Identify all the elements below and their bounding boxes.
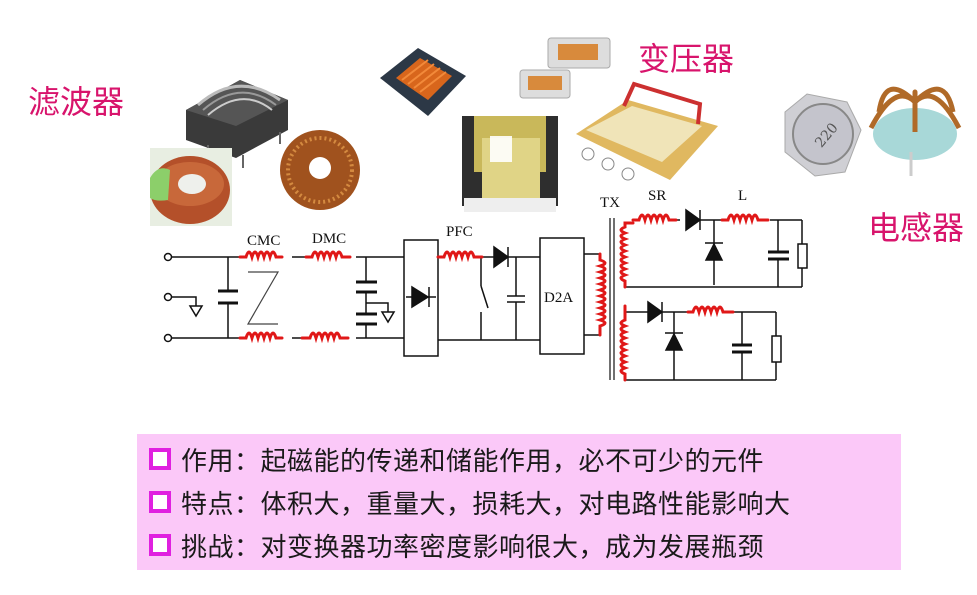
bullet-text: 作用：起磁能的传递和储能作用，必不可少的元件 — [181, 446, 765, 477]
output2-inductor — [686, 305, 735, 318]
inductor-label: 电感器 — [868, 209, 965, 247]
dmc-label: DMC — [312, 231, 346, 247]
bullet-item: 作用：起磁能的传递和储能作用，必不可少的元件 — [149, 440, 764, 478]
output2-freewheel-diode — [664, 332, 684, 351]
summary-box: 作用：起磁能的传递和储能作用，必不可少的元件 特点：体积大，重量大，损耗大，对电… — [137, 434, 901, 570]
mini-transformer-image — [519, 37, 611, 99]
bridge-rectifier-block — [403, 239, 439, 357]
pfc-inductor — [436, 250, 484, 263]
cmc-inductor-bottom — [238, 331, 284, 344]
common-mode-choke-image — [186, 80, 288, 168]
sr-inductor — [631, 213, 678, 226]
bullet-item: 特点：体积大，重量大，损耗大，对电路性能影响大 — [149, 483, 791, 521]
square-bullet-icon — [149, 491, 171, 513]
l-label: L — [738, 188, 747, 204]
smd-transformer-image — [380, 48, 466, 116]
ground-symbol — [188, 305, 204, 318]
cmc-inductor-top — [238, 250, 284, 263]
toroid-inductor-image — [863, 86, 969, 176]
square-bullet-icon — [149, 534, 171, 556]
square-bullet-icon — [149, 448, 171, 470]
input-terminal-ground — [163, 292, 173, 302]
dmc-inductor-bottom — [300, 331, 350, 344]
d2a-label: D2A — [544, 290, 573, 306]
bullet-item: 挑战：对变换器功率密度影响很大，成为发展瓶颈 — [149, 526, 764, 564]
output1-freewheel-diode — [704, 242, 724, 261]
bullet-text: 特点：体积大，重量大，损耗大，对电路性能影响大 — [181, 489, 791, 520]
transformer-secondary-1 — [619, 221, 635, 289]
transformer-label: 变压器 — [638, 40, 735, 78]
output2-rectifier-diode — [647, 300, 664, 324]
toroid-brown-image — [280, 130, 360, 210]
filter-label: 滤波器 — [28, 83, 125, 121]
filter-photos — [150, 80, 360, 226]
rectifier-diode — [411, 285, 430, 309]
smd-inductor-image: 220 — [784, 93, 862, 177]
tx-label: TX — [600, 195, 620, 211]
ee-transformer-image — [462, 116, 558, 212]
pfc-label: PFC — [446, 224, 473, 240]
sr-label: SR — [648, 188, 666, 204]
d2a-converter-block — [539, 237, 585, 355]
inductor-photos: 220 — [784, 86, 969, 177]
transformer-photos — [380, 37, 718, 212]
output1-inductor — [720, 213, 770, 226]
toroid-green-image — [150, 148, 232, 226]
bullet-text: 挑战：对变换器功率密度影响很大，成为发展瓶颈 — [181, 532, 765, 563]
input-terminal-neutral — [163, 333, 173, 343]
output1-rectifier-diode — [685, 208, 702, 232]
mains-transformer-image — [576, 81, 718, 181]
pfc-diode — [493, 245, 510, 269]
transformer-primary — [594, 252, 607, 337]
transformer-secondary-2 — [619, 304, 630, 382]
input-terminal-line — [163, 252, 173, 262]
cmc-label: CMC — [247, 233, 280, 249]
dmc-inductor-top — [304, 250, 352, 263]
